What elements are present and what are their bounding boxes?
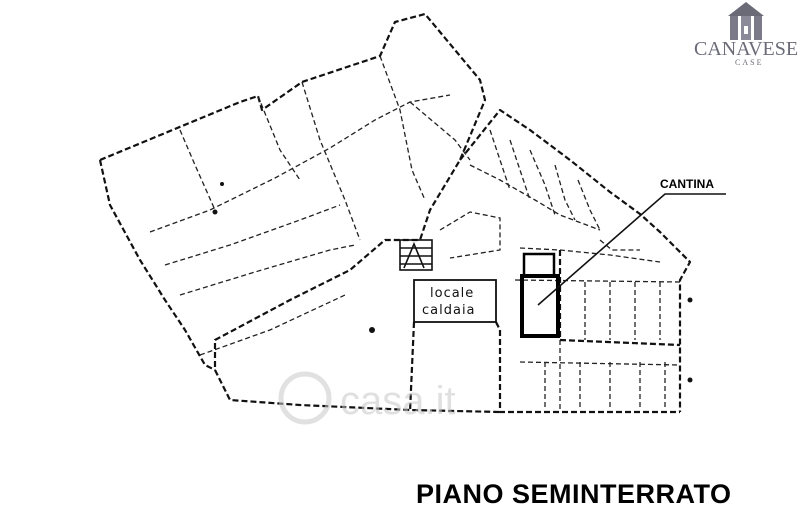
stairwell [399,239,433,271]
right-wing [439,108,692,412]
logo-house-icon [728,2,764,40]
logo-sub: CASE [735,58,763,67]
watermark-text: casa.it [340,379,456,423]
boiler-room-label-line2: caldaia [422,303,476,318]
plan-title: PIANO SEMINTERRATO [416,479,732,509]
cellars-block [498,250,693,414]
cantina-highlight-upper [522,252,556,278]
watermark: casa.it [278,371,456,425]
cantina-leader-line [537,193,726,306]
boiler-room: locale caldaia [408,279,501,413]
logo-brand: CANAVESE [694,38,798,60]
cantina-label: CANTINA [660,177,714,191]
boiler-room-label-line1: locale [430,286,474,301]
left-wing [98,12,501,414]
logo: CANAVESE CASE [694,2,798,67]
cantina-highlight [520,274,560,338]
